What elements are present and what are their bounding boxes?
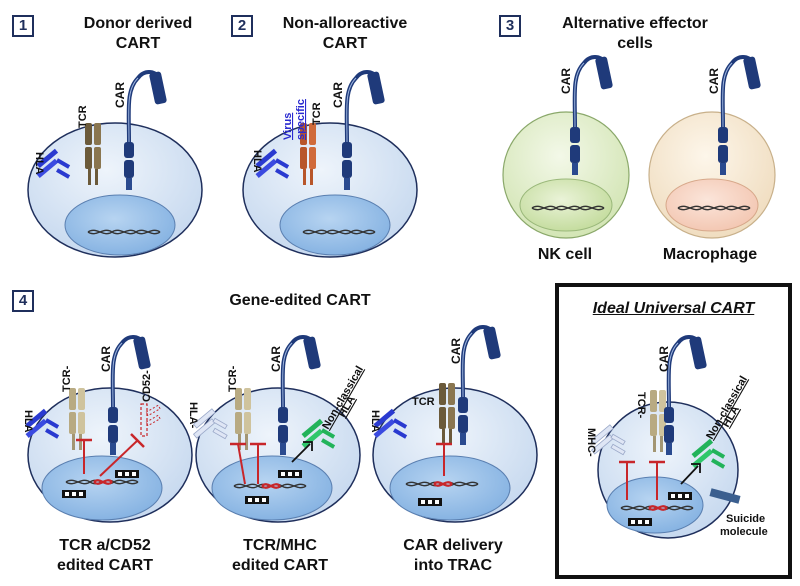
panel-1-title: Donor derived CART: [83, 15, 193, 52]
panel-2-virus-line1: Virus: [282, 113, 294, 140]
panel-2-car-label: CAR: [331, 82, 345, 108]
panel-1-cell: CAR TCR HLA: [27, 69, 203, 258]
ideal-cell: CAR TCR- MHC- Non-classical HLA Suicide …: [585, 334, 768, 539]
trac-caption: CAR delivery into TRAC: [403, 537, 503, 574]
macrophage-cell: CAR: [648, 54, 776, 239]
panel-1-car-label: CAR: [113, 82, 127, 108]
nk-cell-label: NK cell: [537, 246, 593, 263]
ideal-tcr-label: TCR-: [635, 392, 647, 419]
nk-cell: CAR: [502, 54, 630, 239]
ideal-ncl-line1: Non-classical: [704, 374, 750, 441]
panel-1-number: 1: [12, 15, 34, 37]
panel-3-number: 3: [499, 15, 521, 37]
p4c2-hla-label: HLA-: [187, 402, 199, 429]
ideal-universal-cart-box: [555, 283, 792, 579]
p4c3-hla-label: HLA: [369, 410, 381, 433]
nk-car-label: CAR: [559, 68, 573, 94]
panel-2-title: Non-alloreactive CART: [282, 15, 408, 52]
panel-4-cell-1: CAR TCR- HLA CD52-: [22, 334, 193, 523]
p4c2-tcr-label: TCR-: [227, 365, 239, 392]
p4c1-tcr-label: TCR-: [61, 365, 73, 392]
panel-1-hla-label: HLA: [33, 152, 45, 175]
panel-4-title: Gene-edited CART: [229, 292, 371, 309]
panel-2-tcr-label: TCR: [311, 102, 323, 125]
panel-2-hla-label: HLA: [251, 150, 263, 173]
ideal-suicide-line1: Suicide: [726, 513, 765, 525]
ideal-suicide-line2: molecule: [720, 526, 768, 538]
macrophage-label: Macrophage: [662, 246, 758, 263]
p4c1-hla-label: HLA: [22, 410, 34, 433]
cd52-dashed: [140, 403, 161, 437]
panel-4-cell-2: CAR TCR- HLA- Non-classical HLA: [187, 334, 366, 523]
tcr-cd52-caption: TCR a/CD52 edited CART: [57, 537, 153, 574]
ideal-mhc-label: MHC-: [585, 428, 597, 457]
panel-2-cell: CAR TCR Virus specific HLA: [242, 69, 418, 258]
panel-4-cell-3: CAR TCR HLA: [369, 324, 538, 523]
p4c1-cd52-label: CD52-: [141, 370, 153, 402]
panel-4-number: 4: [12, 290, 34, 312]
panel-1-tcr-label: TCR: [77, 105, 89, 128]
ideal-universal-cart-title: Ideal Universal CART: [592, 300, 755, 317]
p4c1-car-label: CAR: [99, 346, 113, 372]
ideal-car-label: CAR: [657, 346, 671, 372]
mac-car-label: CAR: [707, 68, 721, 94]
p4c3-tcr-label: TCR: [412, 396, 435, 408]
panel-2-number: 2: [231, 15, 253, 37]
panel-2-virus-line2: specific: [295, 99, 307, 140]
p4c2-car-label: CAR: [269, 346, 283, 372]
p4c3-car-label: CAR: [449, 338, 463, 364]
tcr-mhc-caption: TCR/MHC edited CART: [232, 537, 328, 574]
panel-3-title: Alternative effector cells: [562, 15, 708, 52]
